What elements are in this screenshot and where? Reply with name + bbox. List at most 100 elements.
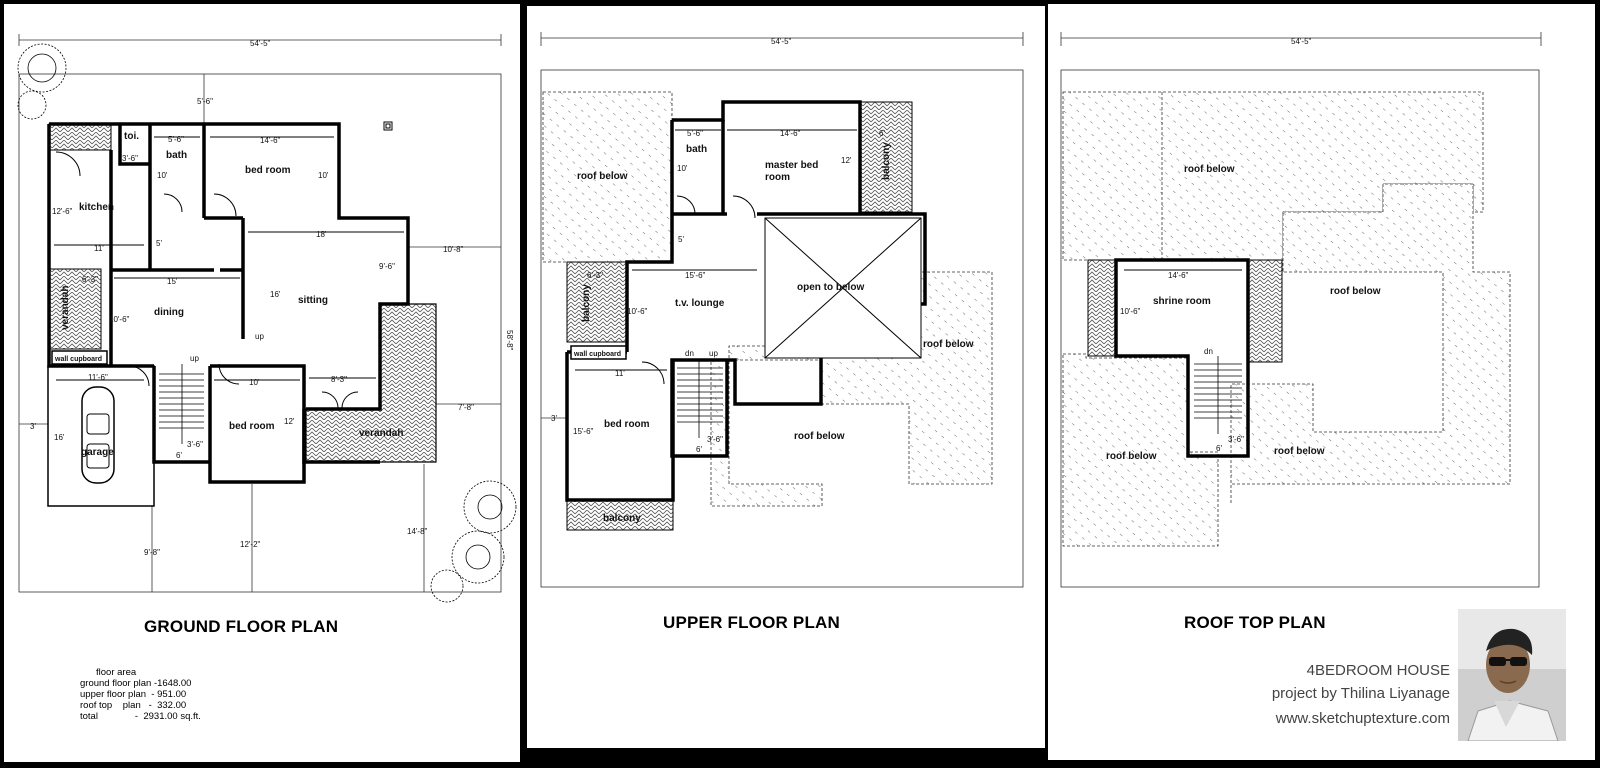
dim: 12'-2" — [240, 540, 261, 549]
room-label-kitchen: kitchen — [79, 202, 114, 213]
dim: 14'-6" — [260, 136, 281, 145]
room-label-bed-room-2: bed room — [229, 421, 275, 432]
dim: 3'-6" — [707, 435, 723, 444]
dim: 5' — [156, 239, 162, 248]
dim: 16' — [54, 433, 65, 442]
car-icon — [81, 386, 115, 484]
floor-area-row: ground floor plan -1648.00 — [80, 678, 192, 689]
room-label-sitting: sitting — [298, 295, 328, 306]
room-label-roof-below: roof below — [577, 171, 628, 182]
overall-width-dim: 54'-5" — [1291, 37, 1312, 46]
floor-area-table: floor area ground floor plan -1648.00 up… — [80, 667, 201, 722]
website-link[interactable]: www.sketchuptexture.com — [1275, 710, 1450, 727]
room-label-toilet: toi. — [124, 131, 139, 142]
dim: 12'-6" — [52, 207, 73, 216]
project-title: 4BEDROOM HOUSE — [1306, 662, 1450, 679]
room-label-bath: bath — [166, 150, 187, 161]
dim: 6' — [1216, 444, 1222, 453]
upper-floor-drawing: roof below bath master bed room balcony … — [540, 32, 1024, 588]
room-label-balcony-left: balcony — [581, 284, 592, 322]
room-label-roof-below-4: roof below — [1274, 446, 1325, 457]
overall-width-dim: 54'-5" — [771, 37, 792, 46]
dim: 3' — [551, 414, 557, 423]
dim: 6' — [879, 129, 885, 138]
dim: 14'-8" — [407, 527, 428, 536]
room-label-shrine-room: shrine room — [1153, 296, 1211, 307]
dim: 15'-6" — [573, 427, 594, 436]
room-label-open-to-below: open to below — [797, 282, 864, 293]
ground-floor-panel: toi. bath bed room kitchen dining sittin… — [4, 4, 520, 762]
room-label-roof-below-3: roof below — [1106, 451, 1157, 462]
tree-icon — [17, 43, 517, 603]
floor-area-row: upper floor plan - 951.00 — [80, 689, 187, 700]
dim: 10'-6" — [627, 307, 648, 316]
dim: 3'-6" — [122, 154, 138, 163]
dim: 11' — [615, 369, 625, 378]
room-label-bed-room: bed room — [245, 165, 291, 176]
dim: 3'-6" — [1228, 435, 1244, 444]
room-label-verandah-left: verandah — [60, 286, 71, 330]
dim: 6'-3" — [587, 271, 603, 280]
dim: 10' — [318, 171, 329, 180]
dim: 9'-8" — [144, 548, 160, 557]
room-label-balcony-right: balcony — [881, 142, 892, 180]
stair-dn-label: dn — [685, 349, 694, 358]
dim: 10' — [157, 171, 168, 180]
dim: 6' — [176, 451, 182, 460]
room-label-tv-lounge: t.v. lounge — [675, 298, 725, 309]
room-label-roof-below-2: roof below — [923, 339, 974, 350]
stair-dn-label: dn — [1204, 347, 1213, 356]
dim: 15' — [167, 277, 178, 286]
dim: 11'-6" — [88, 373, 108, 382]
stair-up-label: up — [709, 349, 718, 358]
dim: 5'-6" — [168, 135, 184, 144]
project-author: project by Thilina Liyanage — [1271, 685, 1450, 702]
dim: 10' — [677, 164, 688, 173]
author-portrait-image — [1458, 609, 1566, 741]
room-label-roof-below: roof below — [1184, 164, 1235, 175]
room-label-wall-cupboard: wall cupboard — [573, 351, 621, 358]
dim: 6'-3" — [82, 275, 98, 284]
author-photo — [1458, 609, 1566, 741]
upper-floor-panel: roof below bath master bed room balcony … — [527, 6, 1045, 748]
ground-floor-drawing: toi. bath bed room kitchen dining sittin… — [17, 34, 517, 603]
dim: 10'-6" — [1120, 307, 1141, 316]
room-label-master-bed-2: room — [765, 172, 790, 183]
dim: 5'-6" — [197, 97, 213, 106]
dim: 5'-6" — [687, 129, 703, 138]
room-label-verandah-right: verandah — [359, 428, 403, 439]
dim: 11' — [94, 244, 104, 253]
room-label-bed-room: bed room — [604, 419, 650, 430]
floor-area-heading: floor area — [96, 667, 137, 678]
room-label-master-bed: master bed — [765, 160, 818, 171]
dim: 16' — [270, 290, 281, 299]
stair-up-label: up — [190, 354, 199, 363]
dim: 14'-6" — [1168, 271, 1189, 280]
room-label-roof-below-2: roof below — [1330, 286, 1381, 297]
upper-floor-title: UPPER FLOOR PLAN — [663, 613, 840, 632]
room-label-dining: dining — [154, 307, 184, 318]
roof-top-drawing: roof below roof below shrine room roof b… — [1060, 32, 1542, 588]
room-label-bath: bath — [686, 144, 707, 155]
dim: 18' — [316, 230, 327, 239]
dim: 14'-6" — [780, 129, 801, 138]
room-label-balcony-bottom: balcony — [603, 513, 641, 524]
dim: 10'-6" — [109, 315, 130, 324]
dim: 9'-6" — [379, 262, 395, 271]
dim: 3'-6" — [187, 440, 203, 449]
overall-depth-dim: 58'-8" — [505, 330, 514, 351]
dim: 3' — [30, 422, 36, 431]
dim: 7'-8" — [458, 403, 474, 412]
overall-width-dim: 54'-5" — [250, 39, 271, 48]
ground-floor-title: GROUND FLOOR PLAN — [144, 617, 339, 636]
room-label-roof-below-3: roof below — [794, 431, 845, 442]
stair-up-label-2: up — [255, 332, 264, 341]
dim: 10'-8" — [443, 245, 464, 254]
dim: 5' — [678, 235, 684, 244]
room-label-garage: garage — [81, 447, 114, 458]
roof-top-title: ROOF TOP PLAN — [1184, 613, 1326, 632]
dim: 8'-3" — [331, 375, 347, 384]
dim: 12' — [841, 156, 852, 165]
dim: 10' — [249, 378, 260, 387]
dim: 15'-6" — [685, 271, 706, 280]
